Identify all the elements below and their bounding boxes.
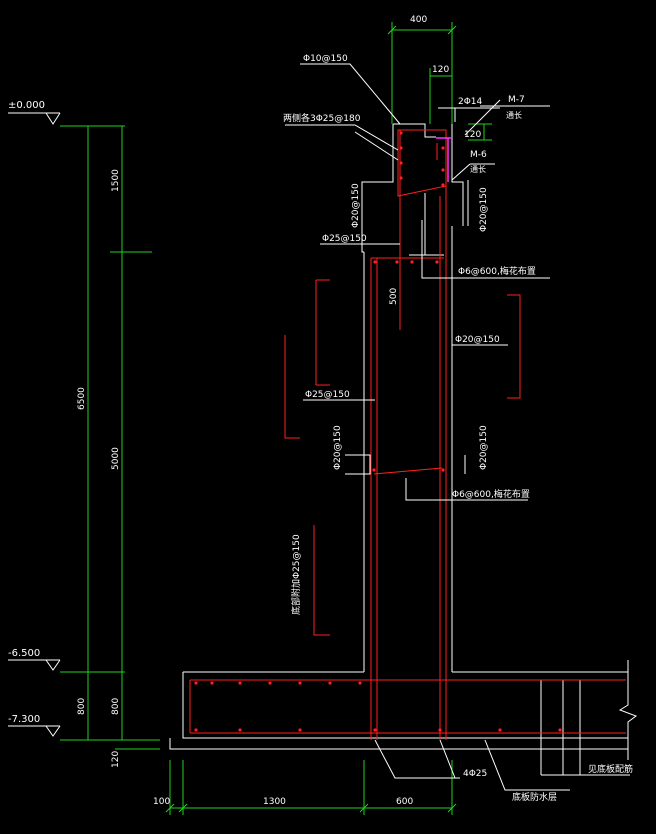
concrete-outline: [169, 123, 638, 775]
label-waterproof: 底板防水层: [512, 791, 557, 803]
elevation-bottom: -7.300: [8, 714, 40, 725]
dimension-texts: 400 120 120 1500 6500 5000 800 800 120 5…: [77, 15, 481, 807]
label-left-v2: Φ20@150: [333, 425, 343, 470]
label-vertical-note: 底部附加Φ25@150: [290, 534, 302, 615]
label-inner-20: Φ20@150: [455, 335, 500, 345]
label-m6: M-6: [470, 150, 487, 160]
elevation-texts: ±0.000 -6.500 -7.300: [8, 100, 45, 725]
dim-120-cap: 120: [464, 130, 481, 140]
label-tie-bottom: Φ6@600,梅花布置: [452, 488, 530, 500]
elevation-markers: [8, 112, 61, 737]
dim-1500: 1500: [111, 169, 121, 192]
label-cushion-note: 见底板配筋: [588, 763, 633, 775]
label-outer-25: Φ25@150: [305, 390, 350, 400]
elevation-mid: -6.500: [8, 648, 40, 659]
dim-500: 500: [389, 288, 399, 305]
dim-120-top: 120: [432, 65, 449, 75]
dim-5000: 5000: [111, 447, 121, 470]
embedded-plates: [436, 137, 452, 182]
label-tie-top: Φ6@600,梅花布置: [458, 265, 536, 277]
label-right-v2: Φ20@150: [479, 425, 489, 470]
dim-600: 600: [396, 797, 413, 807]
label-left-v1: Φ20@150: [351, 183, 361, 228]
rebar-texts: Φ10@150 2Φ14 两侧各3Φ25@180 M-7 通长 M-6 通长 Φ…: [283, 54, 633, 803]
label-m7-note: 通长: [506, 110, 522, 120]
label-wall-25: Φ25@150: [322, 234, 367, 244]
dim-800-left: 800: [77, 698, 87, 715]
rebar-lines: [189, 129, 626, 740]
label-m7: M-7: [508, 95, 525, 105]
leader-lines: [285, 63, 630, 791]
dim-120-cushion: 120: [111, 751, 121, 768]
dim-400: 400: [410, 15, 427, 25]
rebar-dots: [194, 131, 562, 732]
dim-100: 100: [153, 797, 170, 807]
dim-6500: 6500: [77, 387, 87, 410]
dimension-lines: [60, 22, 492, 815]
elevation-top: ±0.000: [8, 100, 45, 111]
label-base-bars: 4Φ25: [463, 769, 487, 779]
label-right-v1: Φ20@150: [479, 187, 489, 232]
label-cap-bar: 2Φ14: [458, 97, 483, 107]
label-m6-note: 通长: [470, 164, 486, 174]
label-cap-side: 两侧各3Φ25@180: [283, 112, 361, 124]
label-cap-stirrup: Φ10@150: [303, 54, 348, 64]
dim-800-right: 800: [111, 698, 121, 715]
dim-1300: 1300: [263, 797, 286, 807]
